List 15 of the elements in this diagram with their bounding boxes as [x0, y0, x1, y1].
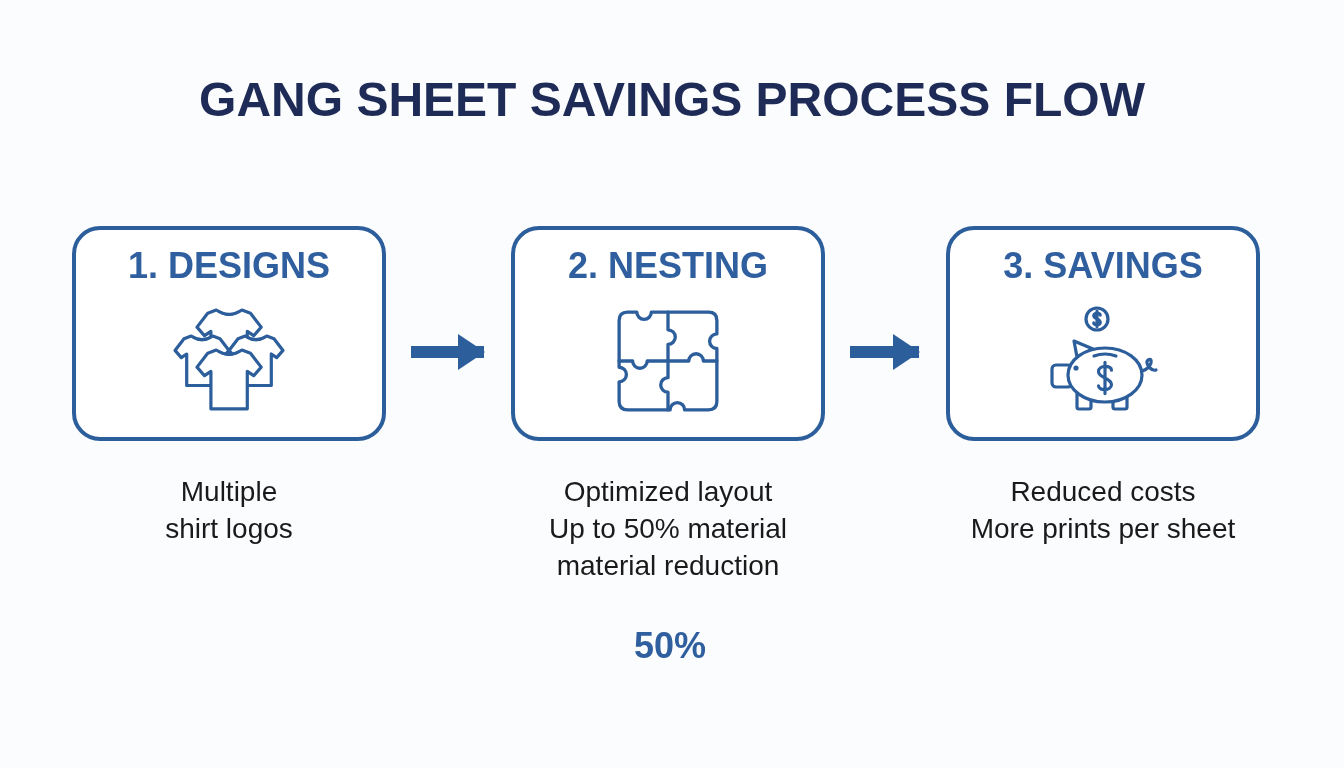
percentage-label: 50%	[633, 625, 707, 667]
step-title: 2. NESTING	[567, 246, 768, 286]
step-description: Multiple shirt logos	[164, 475, 294, 546]
arrow	[850, 334, 920, 370]
step-title: 3. SAVINGS	[1003, 246, 1203, 286]
step-box	[72, 226, 386, 441]
diagram-title: GANG SHEET SAVINGS PROCESS FLOW	[199, 72, 1145, 128]
step-description: More prints per sheet	[970, 512, 1236, 546]
step-description: Optimized layout	[563, 475, 773, 509]
step-title: 1. DESIGNS	[127, 246, 331, 286]
step-box	[946, 226, 1260, 441]
arrow	[411, 334, 485, 370]
step-description: Up to 50% material material reduction	[547, 512, 789, 583]
step-box	[511, 226, 825, 441]
step-description: Reduced costs	[1010, 475, 1196, 509]
